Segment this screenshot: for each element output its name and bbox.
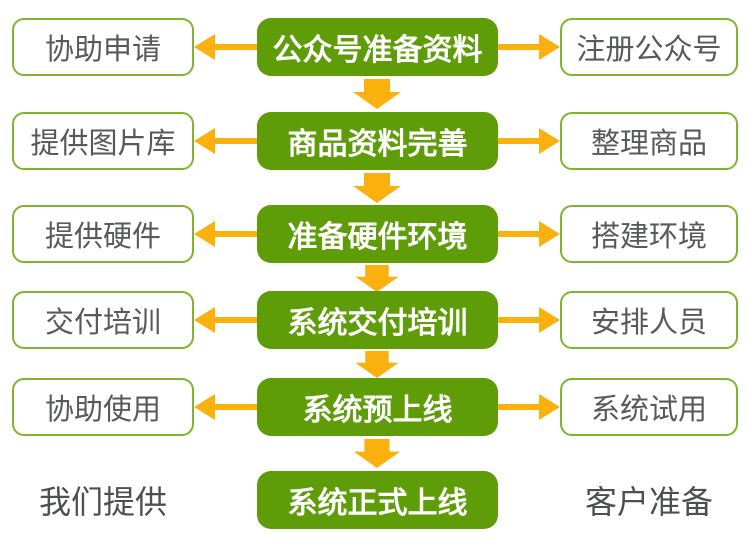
left-arrow-icon xyxy=(194,221,257,247)
center-step-label: 系统预上线 xyxy=(302,394,453,427)
right-step-box-4: 安排人员 xyxy=(560,291,738,349)
right-step-box-2: 整理商品 xyxy=(560,112,738,170)
right-step-label: 注册公众号 xyxy=(576,34,722,66)
right-step-box-1: 注册公众号 xyxy=(560,18,738,76)
down-arrow-icon xyxy=(353,173,401,203)
center-step-box-1: 公众号准备资料 xyxy=(257,18,498,76)
center-step-label: 商品资料完善 xyxy=(287,128,468,161)
center-step-label: 准备硬件环境 xyxy=(287,221,468,254)
center-step-box-2: 商品资料完善 xyxy=(257,112,498,170)
center-step-label: 公众号准备资料 xyxy=(272,34,483,67)
flow-row-1: 协助申请 公众号准备资料 注册公众号 xyxy=(0,18,750,109)
down-arrow-icon xyxy=(355,351,399,378)
flow-row-2: 提供图片库 商品资料完善 整理商品 xyxy=(0,112,750,203)
center-step-box-6: 系统正式上线 xyxy=(257,471,498,529)
left-step-box-1: 协助申请 xyxy=(12,18,194,76)
left-step-box-5: 协助使用 xyxy=(12,378,194,436)
left-step-box-2: 提供图片库 xyxy=(12,112,194,170)
right-arrow-icon xyxy=(498,221,560,247)
center-step-box-4: 系统交付培训 xyxy=(257,291,498,349)
left-column-caption: 我们提供 xyxy=(12,471,194,529)
flow-row-5: 协助使用 系统预上线 系统试用 xyxy=(0,378,750,468)
right-arrow-icon xyxy=(498,307,560,333)
down-arrow-icon xyxy=(355,265,399,292)
right-arrow-icon xyxy=(498,394,560,420)
center-step-box-5: 系统预上线 xyxy=(257,378,498,436)
left-arrow-icon xyxy=(194,307,257,333)
center-step-label: 系统正式上线 xyxy=(287,487,468,520)
left-step-label: 协助使用 xyxy=(44,394,161,426)
right-step-label: 系统试用 xyxy=(590,394,707,426)
flow-row-6: 我们提供 系统正式上线 客户准备 xyxy=(0,471,750,529)
center-step-box-3: 准备硬件环境 xyxy=(257,205,498,263)
left-step-label: 交付培训 xyxy=(44,307,161,339)
left-arrow-icon xyxy=(194,394,257,420)
left-caption-label: 我们提供 xyxy=(38,484,167,520)
left-step-label: 提供硬件 xyxy=(44,221,161,253)
left-arrow-icon xyxy=(194,128,257,154)
center-step-label: 系统交付培训 xyxy=(287,307,468,340)
left-step-box-4: 交付培训 xyxy=(12,291,194,349)
left-arrow-icon xyxy=(194,34,257,60)
left-step-label: 提供图片库 xyxy=(30,128,176,160)
down-arrow-icon xyxy=(353,439,401,468)
right-step-label: 搭建环境 xyxy=(590,221,707,253)
right-arrow-icon xyxy=(498,34,560,60)
right-arrow-icon xyxy=(498,128,560,154)
right-column-caption: 客户准备 xyxy=(560,471,738,529)
flow-row-3: 提供硬件 准备硬件环境 搭建环境 xyxy=(0,205,750,292)
down-arrow-icon xyxy=(353,79,401,109)
right-step-label: 安排人员 xyxy=(590,307,707,339)
right-step-label: 整理商品 xyxy=(590,128,707,160)
right-step-box-3: 搭建环境 xyxy=(560,205,738,263)
left-step-box-3: 提供硬件 xyxy=(12,205,194,263)
right-step-box-5: 系统试用 xyxy=(560,378,738,436)
flow-row-4: 交付培训 系统交付培训 安排人员 xyxy=(0,291,750,378)
left-step-label: 协助申请 xyxy=(44,34,161,66)
right-caption-label: 客户准备 xyxy=(584,484,713,520)
